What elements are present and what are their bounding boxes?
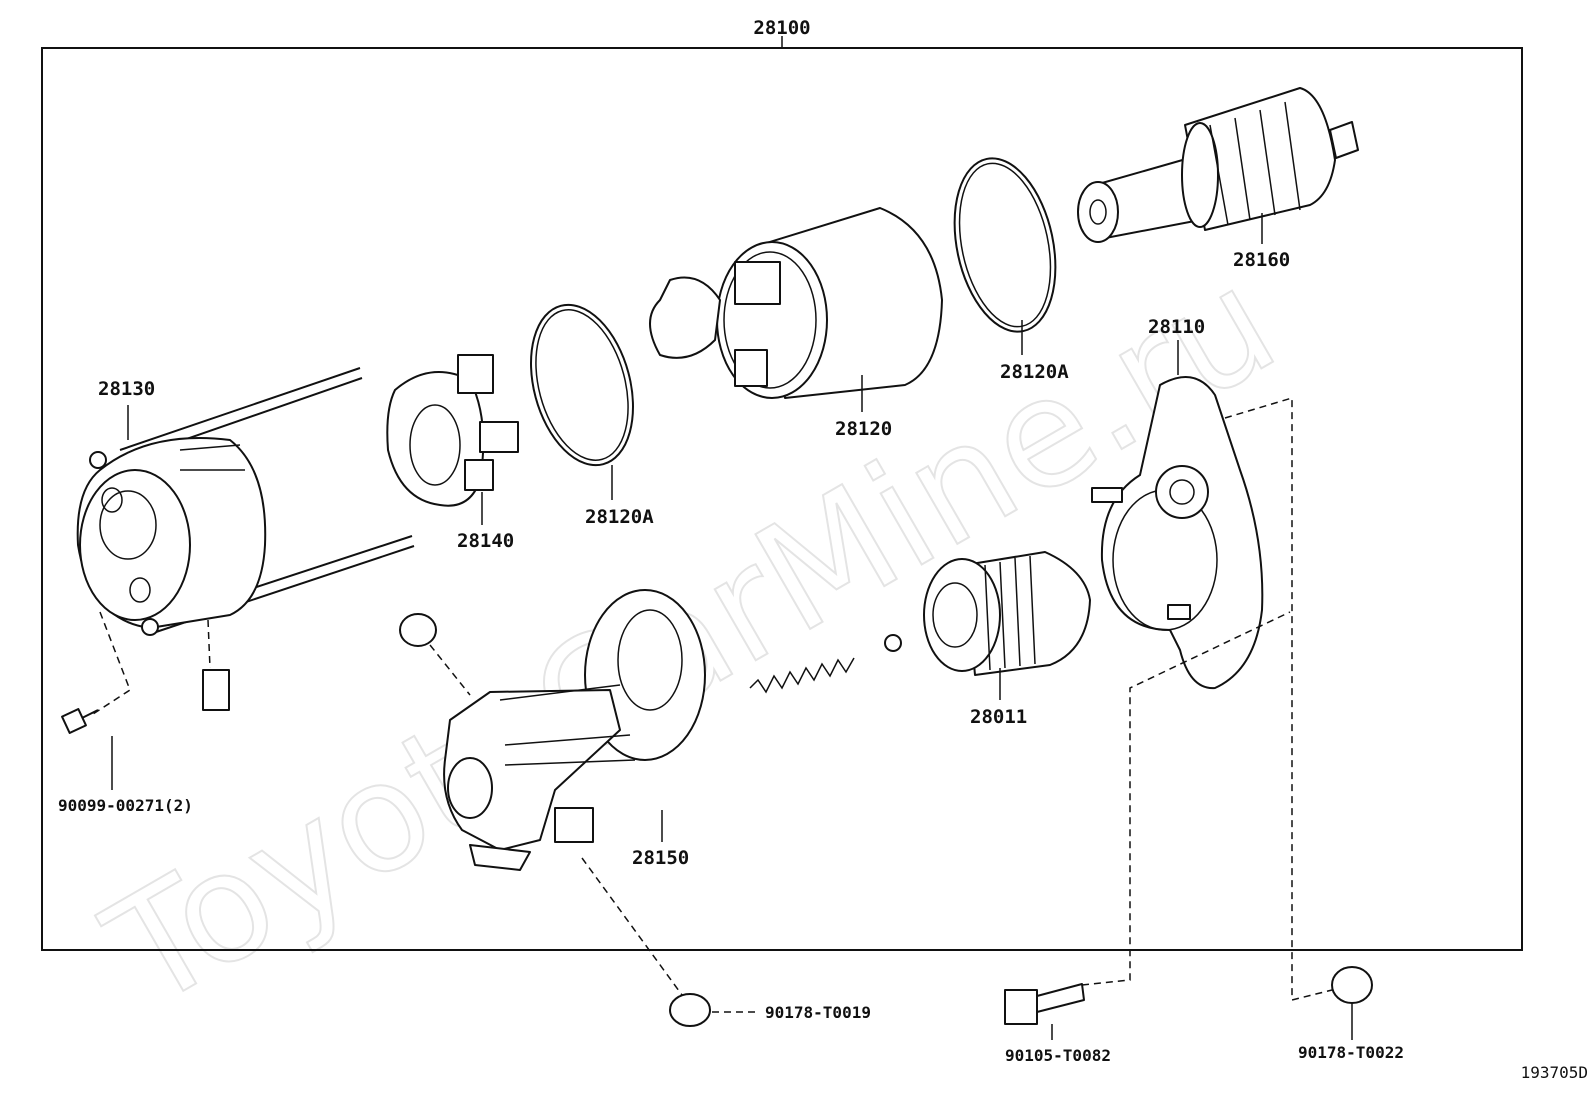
spring [749, 657, 855, 694]
part-28140-brush-holder [386, 354, 519, 507]
part-28120A-right-oring [953, 157, 1057, 333]
nut-90178-T0022 [1331, 966, 1373, 1004]
part-label-28160: 28160 [1233, 249, 1290, 271]
part-label-28130: 28130 [98, 378, 155, 400]
part-label-90105-T0082: 90105-T0082 [1005, 1046, 1111, 1065]
part-28011-clutch [923, 551, 1091, 676]
part-label-28120A-left: 28120A [585, 506, 654, 528]
ball [884, 634, 902, 652]
part-label-28110: 28110 [1148, 316, 1205, 338]
part-label-28120: 28120 [835, 418, 892, 440]
assembly-number-label: 28100 [753, 17, 810, 39]
grommet [202, 669, 230, 711]
diagram-code: 193705D [1521, 1063, 1588, 1082]
part-label-90178-T0019: 90178-T0019 [765, 1003, 871, 1022]
part-label-90099-00271: 90099-00271(2) [58, 796, 193, 815]
part-28120A-left-oring [530, 303, 634, 467]
screw-90099-00271 [61, 708, 99, 734]
part-label-28120A-right: 28120A [1000, 361, 1069, 383]
bolt-90105-T0082 [1004, 983, 1085, 1025]
part-28120-yoke [649, 207, 943, 399]
nut-90178-T0019 [669, 993, 711, 1027]
part-28150-lever-housing [443, 589, 706, 871]
part-label-28150: 28150 [632, 847, 689, 869]
part-28160-armature [1077, 87, 1359, 243]
part-28110-housing [1091, 376, 1264, 690]
part-label-28140: 28140 [457, 530, 514, 552]
part-label-90178-T0022: 90178-T0022 [1298, 1043, 1404, 1062]
washer-left [399, 613, 437, 647]
part-28130-end-frame [76, 367, 415, 636]
part-label-28011: 28011 [970, 706, 1027, 728]
